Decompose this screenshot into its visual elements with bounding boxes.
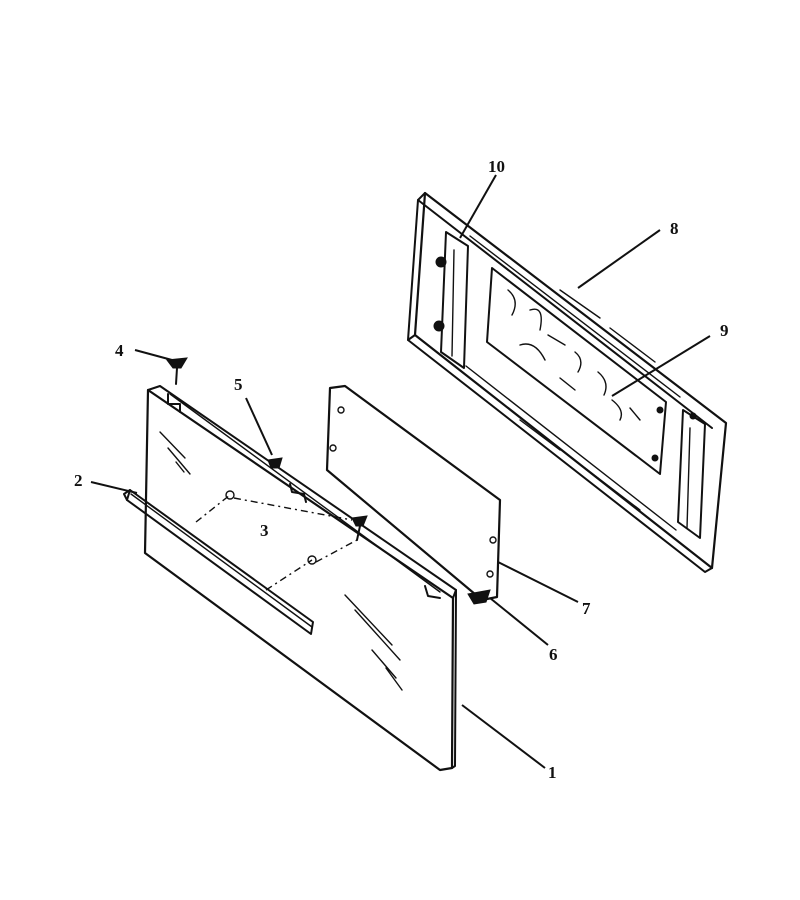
alignment-line-lower	[265, 539, 358, 591]
callout-9: 9	[720, 321, 729, 340]
screw-part-5	[267, 457, 283, 469]
callout-4: 4	[115, 341, 124, 360]
alignment-line-upper	[195, 494, 353, 523]
inner-door-frame	[407, 191, 728, 573]
insulation-panel	[325, 384, 502, 602]
callout-2: 2	[74, 471, 83, 490]
outer-door-panel	[143, 385, 457, 772]
screw-part-6	[467, 589, 491, 605]
callout-1: 1	[548, 763, 557, 782]
screw-part-4	[166, 357, 188, 385]
oven-window-glass	[486, 267, 667, 475]
leader-lines	[90, 174, 711, 769]
callout-6: 6	[549, 645, 558, 664]
callout-5: 5	[234, 375, 243, 394]
callout-8: 8	[670, 219, 679, 238]
screw-part-3	[351, 515, 368, 541]
callout-10: 10	[488, 157, 505, 176]
callout-3: 3	[260, 521, 269, 540]
callout-7: 7	[582, 599, 591, 618]
